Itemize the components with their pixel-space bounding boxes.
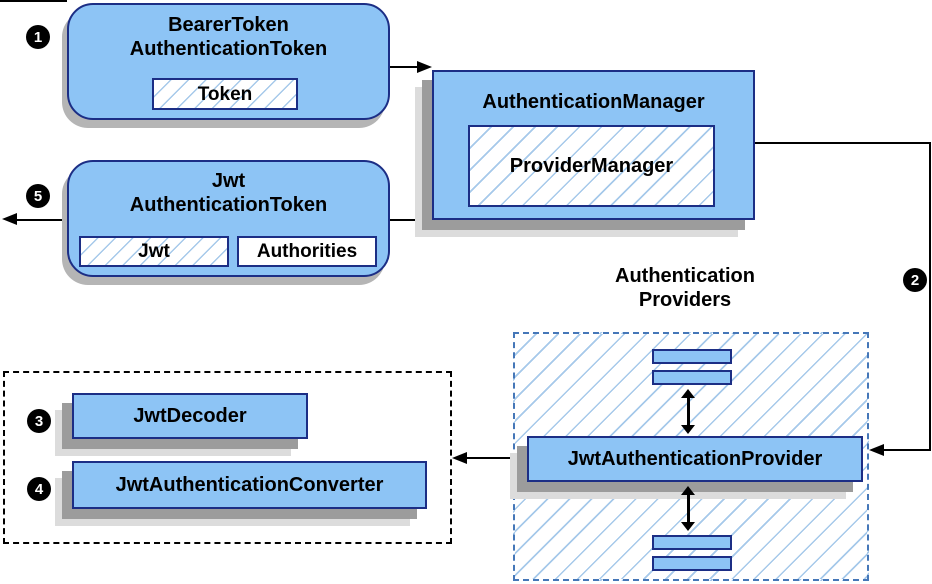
step-5-number: 5 [33,187,43,205]
jwt-authentication-token-node: Jwt AuthenticationToken Jwt Authorities [67,160,390,277]
step-1-badge: 1 [26,25,50,49]
token-field: Token [152,78,298,110]
providers-heading-line2: Providers [638,289,732,311]
step-5-badge: 5 [26,184,50,208]
authentication-providers-heading: Authentication Providers [577,264,793,312]
updown-arrow-2-bottom [681,522,695,531]
bearer-token-authentication-token-node: BearerToken AuthenticationToken Token [67,3,390,120]
updown-arrow-1-shaft [687,396,690,427]
step-4-number: 4 [34,480,44,498]
arrowhead-left-outgoing [2,213,17,225]
jwt-authentication-converter-node: JwtAuthenticationConverter [72,461,427,509]
step-2-number: 2 [910,271,920,289]
step-3-number: 3 [34,412,44,430]
step2-vertical-line [929,142,931,451]
jwt-authentication-converter-label: JwtAuthenticationConverter [115,473,384,496]
provider-placeholder-bar-2 [652,370,732,385]
jwt-authentication-provider-node: JwtAuthenticationProvider [527,436,863,482]
jwt-token-title-line1: Jwt [211,170,246,192]
outgoing-result-line [16,219,67,221]
jwt-token-node-title: Jwt AuthenticationToken [69,169,388,217]
provider-manager-label: ProviderManager [509,154,674,177]
decoder-converter-group [3,371,452,544]
authentication-manager-title: AuthenticationManager [482,91,705,113]
jwt-decoder-node: JwtDecoder [72,393,308,439]
step-3-badge: 3 [27,409,51,433]
arrowhead-right-into-manager [417,61,432,73]
incoming-request-line [0,0,67,2]
step-1-number: 1 [33,28,43,46]
arrowhead-left-into-provider [869,444,884,456]
updown-arrow-1-top [681,389,695,398]
provider-placeholder-bar-4 [652,556,732,571]
bearer-token-title-line2: AuthenticationToken [129,38,328,60]
jwt-field-label: Jwt [138,241,170,262]
bearer-to-manager-line [390,66,418,68]
jwt-field: Jwt [79,236,229,267]
updown-arrow-1-bottom [681,425,695,434]
authorities-field: Authorities [237,236,377,267]
step2-horizontal-line [755,142,931,144]
updown-arrow-2-shaft [687,493,690,524]
authentication-manager-node: AuthenticationManager ProviderManager [432,70,755,220]
updown-arrow-2-top [681,486,695,495]
provider-placeholder-bar-3 [652,535,732,550]
bearer-token-node-title: BearerToken AuthenticationToken [69,13,388,61]
step-2-badge: 2 [903,268,927,292]
jwt-decoder-label: JwtDecoder [133,404,247,427]
step2-into-provider-line [884,449,931,451]
jwt-token-title-line2: AuthenticationToken [129,194,328,216]
manager-to-jwt-token-line [390,219,432,221]
jwt-authentication-provider-label: JwtAuthenticationProvider [567,447,823,470]
provider-placeholder-bar-1 [652,349,732,364]
arrowhead-left-into-decoder-group [452,452,467,464]
bearer-token-title-line1: BearerToken [168,14,289,36]
token-field-label: Token [197,83,253,105]
providers-heading-line1: Authentication [615,265,755,287]
authorities-field-label: Authorities [256,241,358,262]
provider-to-decoder-line [467,457,513,459]
provider-manager-field: ProviderManager [468,125,715,207]
step-4-badge: 4 [27,477,51,501]
